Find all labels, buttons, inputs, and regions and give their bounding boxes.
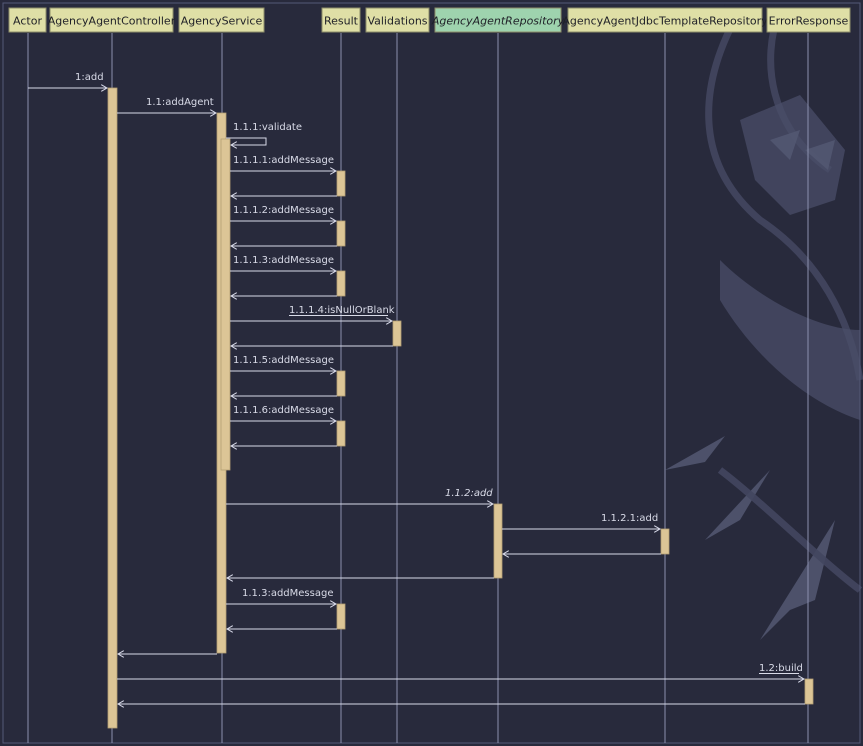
participant-label: Validations bbox=[367, 15, 427, 28]
message-label: 1.1.3:addMessage bbox=[242, 588, 333, 599]
message-add-message-5[interactable]: 1.1.1.5:addMessage bbox=[230, 355, 337, 396]
activation-error-response bbox=[804, 678, 814, 705]
activation-result bbox=[336, 370, 346, 397]
message-add-message-3[interactable]: 1.1.1.3:addMessage bbox=[230, 255, 337, 296]
message-add-message-2[interactable]: 1.1.1.2:addMessage bbox=[230, 205, 337, 246]
activation-controller bbox=[107, 87, 118, 729]
participant-repository[interactable]: AgencyAgentRepository bbox=[431, 7, 565, 33]
message-add-agent[interactable]: 1.1:addAgent bbox=[117, 97, 216, 113]
message-add-message-1[interactable]: 1.1.1.1:addMessage bbox=[230, 155, 337, 196]
message-label: 1.1.1:validate bbox=[233, 122, 302, 133]
activation-jdbc-repository bbox=[660, 528, 670, 555]
background-watermark bbox=[665, 8, 863, 640]
activation-result bbox=[336, 420, 346, 447]
message-label: 1.1.2.1:add bbox=[601, 513, 658, 524]
activation-validations bbox=[392, 320, 402, 347]
participant-label: ErrorResponse bbox=[769, 15, 849, 28]
message-label: 1.1.1.5:addMessage bbox=[233, 355, 334, 366]
participant-validations[interactable]: Validations bbox=[365, 7, 430, 33]
participant-error-response[interactable]: ErrorResponse bbox=[766, 7, 851, 33]
message-label: 1.1.1.6:addMessage bbox=[233, 405, 334, 416]
message-add[interactable]: 1:add bbox=[28, 72, 107, 88]
message-label: 1:add bbox=[75, 72, 104, 83]
participant-label: Actor bbox=[13, 15, 42, 28]
activation-service-validate bbox=[220, 138, 231, 471]
message-build[interactable]: 1.2:build bbox=[117, 663, 805, 704]
participant-label: AgencyAgentJdbcTemplateRepository bbox=[562, 15, 768, 28]
message-add-message-6[interactable]: 1.1.1.6:addMessage bbox=[230, 405, 337, 446]
message-label: 1.2:build bbox=[759, 663, 803, 674]
participant-controller[interactable]: AgencyAgentController bbox=[48, 7, 176, 33]
participant-label: AgencyAgentRepository bbox=[431, 15, 565, 28]
lifelines bbox=[27, 33, 809, 743]
activation-result bbox=[336, 170, 346, 197]
participant-label: AgencyService bbox=[181, 15, 263, 28]
message-jdbc-add[interactable]: 1.1.2.1:add bbox=[502, 513, 661, 554]
activation-repository bbox=[493, 503, 503, 579]
message-validate[interactable]: 1.1.1:validate bbox=[226, 122, 302, 145]
message-label: 1.1.1.4:isNullOrBlank bbox=[289, 305, 395, 316]
activation-result bbox=[336, 603, 346, 630]
message-label: 1.1.2:add bbox=[445, 488, 493, 499]
activation-result bbox=[336, 270, 346, 297]
activation-bars bbox=[107, 87, 814, 729]
participant-service[interactable]: AgencyService bbox=[178, 7, 265, 33]
participant-result[interactable]: Result bbox=[321, 7, 361, 33]
message-label: 1.1.1.3:addMessage bbox=[233, 255, 334, 266]
participant-jdbc-repository[interactable]: AgencyAgentJdbcTemplateRepository bbox=[562, 7, 768, 33]
activation-result bbox=[336, 220, 346, 247]
message-repository-add[interactable]: 1.1.2:add bbox=[226, 488, 494, 578]
message-label: 1.1:addAgent bbox=[146, 97, 214, 108]
message-label: 1.1.1.1:addMessage bbox=[233, 155, 334, 166]
participant-label: AgencyAgentController bbox=[48, 15, 176, 28]
message-is-null-or-blank[interactable]: 1.1.1.4:isNullOrBlank bbox=[230, 305, 395, 346]
message-add-message-final[interactable]: 1.1.3:addMessage bbox=[226, 588, 337, 629]
message-label: 1.1.1.2:addMessage bbox=[233, 205, 334, 216]
participant-actor[interactable]: Actor bbox=[8, 7, 47, 33]
participant-label: Result bbox=[324, 15, 359, 28]
